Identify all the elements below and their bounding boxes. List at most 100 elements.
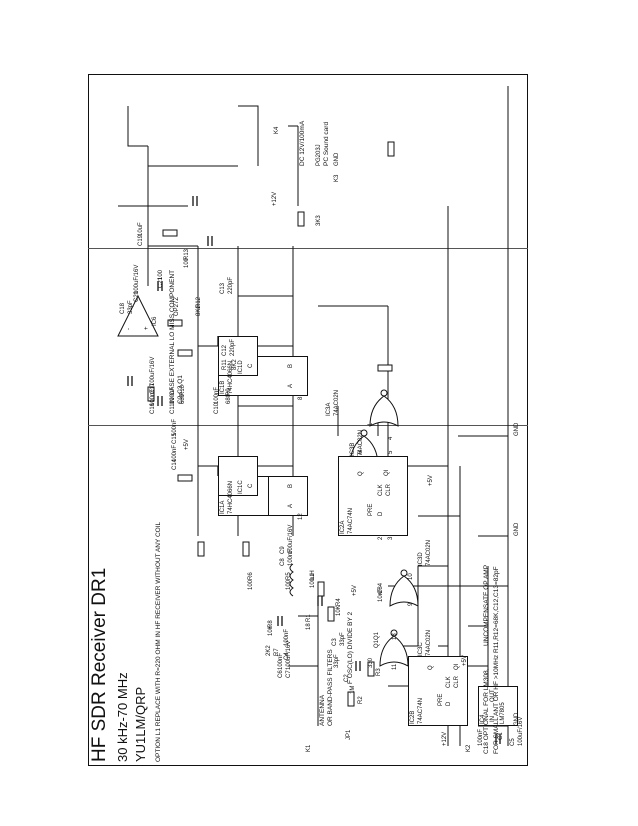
pin-num-9: 9 [408, 602, 414, 606]
value-c10: 100nF [214, 386, 220, 404]
value-c2: 33pF [334, 654, 340, 668]
value-q1: Q1 [374, 639, 380, 648]
label-ic2a: IC2A [340, 520, 346, 534]
pin-num-3: 3 [388, 536, 394, 540]
gnd-label-a: GND [514, 712, 520, 726]
ref-c9: C9 [280, 546, 286, 554]
pin-q: Q [358, 471, 364, 476]
label-op27: OP27Z [174, 296, 180, 316]
ref-c5: C5 [510, 738, 516, 746]
label-ic1d: IC1D [238, 360, 244, 374]
label-ic2a-type: 74AC74N [348, 507, 354, 534]
ref-c2: C2 [344, 674, 350, 682]
value-r-k3: 3K3 [316, 215, 322, 226]
ref-c16: C16 [150, 402, 156, 414]
note-uncompensate: UNCOMPENSATE OP AMP [483, 564, 490, 646]
ref-c6: C6 [278, 670, 284, 678]
pin-d-b: D [446, 701, 452, 706]
author-callsign: YU1LM/QRP [133, 686, 148, 762]
ref-c11: C11 [170, 403, 176, 414]
value-r6: 100 [248, 579, 254, 590]
value-r4: 10K [336, 605, 342, 616]
schematic-canvas: HF SDR Receiver DR1 30 kHz-70 MHz YU1LM/… [88, 74, 528, 766]
gnd-label-c: GND [514, 422, 520, 436]
ref-r2: R2 [358, 696, 364, 704]
ref-c3: C3 [332, 638, 338, 646]
power-12v-a: +12V [272, 191, 278, 206]
connector-k1: K1 [306, 744, 312, 752]
ref-r5: R5 [286, 572, 292, 580]
sheet-divider-top [88, 248, 528, 249]
pin-num-10: 10 [408, 573, 414, 580]
label-ic3a: IC3A [326, 402, 332, 416]
pin-num-4: 4 [388, 436, 394, 440]
ref-c10: C10 [214, 402, 220, 414]
pin-clk-b: CLK [446, 676, 452, 688]
value-c1: 100nF [478, 728, 484, 746]
ref-c15: C15 [172, 432, 178, 444]
pin-b-2: B [288, 363, 294, 368]
label-pg203j: PG203J [316, 144, 322, 166]
label-ic3d: IC3D [418, 552, 424, 566]
pin-minus: - [126, 328, 132, 330]
label-ic3d-type: 74AC02N [426, 539, 432, 566]
ref-c21: C21 [158, 276, 164, 288]
pin-a-2: A [288, 383, 294, 388]
value-c20: 100uF/16V [134, 264, 140, 294]
ref-r3: R3 [376, 668, 382, 676]
connector-k3: K3 [334, 174, 340, 182]
pin-qi-b: QI [454, 663, 460, 670]
value-c3: 33pF [340, 632, 346, 646]
pin-num-2: 2 [378, 536, 384, 540]
ref-c13: C13 [220, 282, 226, 294]
label-ic3c-type: 74AC02N [426, 629, 432, 656]
connector-jp1: JP1 [346, 729, 352, 740]
pin-num-13: 13 [392, 633, 398, 640]
pin-pre: PRE [368, 503, 374, 516]
value-r5: 100 [286, 579, 292, 590]
ref-r6: R6 [248, 572, 254, 580]
power-5v-d: +5V [184, 439, 190, 450]
power-5v-c: +5V [428, 475, 434, 486]
value-c11: 100nF [170, 386, 176, 404]
ref-r1: R1 [306, 614, 312, 622]
ref-c18: C18 [120, 302, 126, 314]
ref-c14: C14 [172, 458, 178, 470]
ref-c1: C1 [498, 732, 504, 740]
pin-a: A [288, 503, 294, 508]
pin-num-5: 5 [388, 450, 394, 454]
value-c18: 33pF [128, 300, 134, 314]
ref-c84: C84 [378, 582, 384, 594]
ref-q1: Q1 [374, 631, 380, 640]
pin-clk: CLK [378, 484, 384, 496]
connector-k4: K4 [274, 126, 280, 134]
ref-c4: C4 [284, 652, 290, 660]
note-external-lo: IN CASE EXTERNAL LO MISS COMPONENT [169, 269, 176, 404]
connector-k2: K2 [466, 744, 472, 752]
pin-d: D [378, 511, 384, 516]
note-c18-optional: C18 OPTIONAL FOR LM308, [483, 668, 490, 754]
pin-qi: QI [384, 469, 390, 476]
ref-c8: C8 [280, 558, 286, 566]
pin-c: C [248, 483, 254, 488]
label-antenna: ANTENNA [319, 694, 326, 726]
value-c13: 220pF [228, 276, 234, 294]
ic1a-switch-inner [268, 476, 308, 516]
gnd-label-b: GND [514, 522, 520, 536]
pin-c-2: C [248, 363, 254, 368]
value-r3: 330 [368, 657, 374, 668]
pin-q-b: Q [428, 665, 434, 670]
title: HF SDR Receiver DR1 [89, 567, 110, 762]
label-ic1a-type: 74HC4066N [228, 480, 234, 514]
label-ic2b-type: 74AC74N [418, 697, 424, 724]
pin-num-8: 8 [298, 396, 304, 400]
label-ic3a-type: 74AC02N [334, 389, 340, 416]
pin-in: IN [490, 716, 496, 722]
label-ic1a: IC1A [220, 500, 226, 514]
label-lm7805: LM7805 [500, 702, 506, 724]
value-c12: 220pF [230, 338, 236, 356]
ref-c17: C17 [150, 382, 156, 394]
frequency-range: 30 kHz-70 MHz [115, 672, 130, 762]
value-r2: 1M [350, 685, 356, 694]
power-12v-b: +12V [442, 731, 448, 746]
